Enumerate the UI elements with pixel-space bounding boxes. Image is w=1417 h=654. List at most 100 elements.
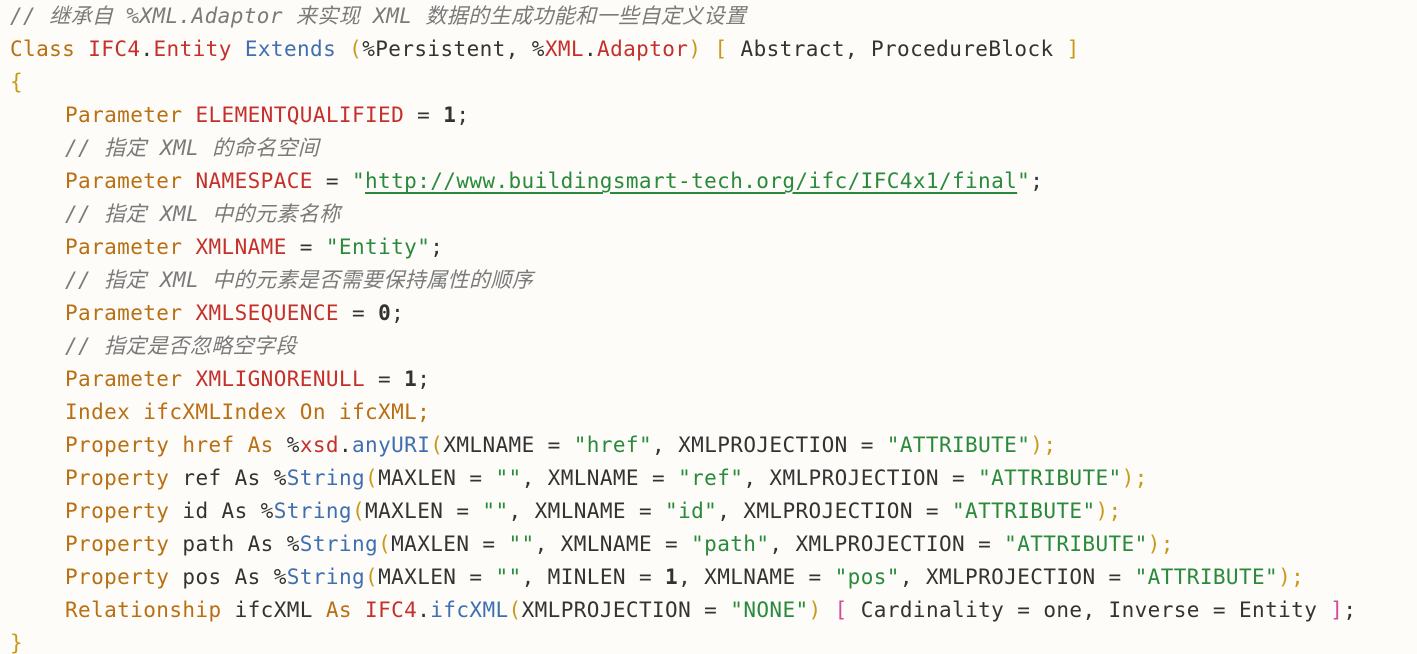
keyword-property: Property: [65, 466, 170, 490]
relationship-keywords-close-bracket: ]: [1330, 598, 1344, 622]
keyword-extends: Extends: [244, 37, 337, 61]
superclass-adaptor: Adaptor: [597, 37, 689, 61]
keyword-parameter: Parameter: [65, 169, 183, 193]
code-line-comment-namespace: // 指定 XML 的命名空间: [10, 132, 1417, 165]
code-line-property-path: Property path As %String(MAXLEN = "", XM…: [10, 528, 1417, 561]
code-line-property-ref: Property ref As %String(MAXLEN = "", XML…: [10, 462, 1417, 495]
param-minlen-value: 1: [665, 565, 679, 589]
params-open-paren: (: [365, 565, 379, 589]
param-xmlname-value: "href": [573, 433, 653, 457]
class-name: Entity: [153, 37, 232, 61]
parameter-value: 1: [443, 103, 457, 127]
param-maxlen-value: "": [482, 499, 509, 523]
statement-end: ;: [1030, 169, 1044, 193]
type-percent: %: [286, 532, 300, 556]
class-keywords-open-bracket: [: [714, 37, 728, 61]
param-xmlname: , XMLNAME =: [521, 466, 679, 490]
comment-namespace: // 指定 XML 的命名空间: [65, 136, 320, 160]
code-line-parameter-elementqualified: Parameter ELEMENTQUALIFIED = 1;: [10, 99, 1417, 132]
code-line-comment-xmlignorenull: // 指定是否忽略空字段: [10, 330, 1417, 363]
param-xmlprojection-value: "ATTRIBUTE": [978, 466, 1122, 490]
superclass-separator: ,: [505, 37, 532, 61]
param-xmlprojection: , XMLPROJECTION =: [899, 565, 1135, 589]
parameter-value: "Entity": [325, 235, 431, 259]
param-xmlprojection-value: "ATTRIBUTE": [886, 433, 1031, 457]
comment-xmlignorenull: // 指定是否忽略空字段: [65, 334, 297, 358]
type-name: anyURI: [352, 433, 431, 457]
code-content[interactable]: // 继承自 %XML.Adaptor 来实现 XML 数据的生成功能和一些自定…: [10, 0, 1417, 654]
property-name: ref As: [169, 466, 274, 490]
class-namespace: IFC4: [88, 37, 141, 61]
superclass-persistent: %Persistent: [362, 37, 506, 61]
space: [352, 598, 365, 622]
param-xmlname-value: "path": [691, 532, 770, 556]
superclass-xml-package: XML: [544, 37, 584, 61]
relationship-keywords-open-bracket: [: [834, 598, 848, 622]
param-xmlname-value: "ref": [678, 466, 744, 490]
namespace-url-link[interactable]: http://www.buildingsmart-tech.org/ifc/IF…: [365, 169, 1018, 193]
params-close: );: [1121, 466, 1148, 490]
param-xmlprojection: , XMLPROJECTION =: [652, 433, 887, 457]
type-percent: %: [286, 433, 300, 457]
relationship-type-dot: .: [417, 598, 431, 622]
param-xmlprojection: XMLPROJECTION =: [521, 598, 731, 622]
param-maxlen: MAXLEN =: [365, 499, 483, 523]
params-close: );: [1030, 433, 1057, 457]
comment-xmlsequence: // 指定 XML 中的元素是否需要保持属性的顺序: [65, 268, 534, 292]
code-line-comment-xmlname: // 指定 XML 中的元素名称: [10, 198, 1417, 231]
string-quote-close: ": [1017, 169, 1031, 193]
index-declaration: Index ifcXMLIndex On ifcXML;: [65, 400, 431, 424]
code-line-relationship: Relationship ifcXML As IFC4.ifcXML(XMLPR…: [10, 594, 1417, 627]
param-xmlprojection: , XMLPROJECTION =: [769, 532, 1005, 556]
type-name: String: [273, 499, 352, 523]
code-line-close-brace: }: [10, 627, 1417, 654]
assign-operator: =: [365, 367, 405, 391]
keyword-property: Property: [65, 532, 170, 556]
type-percent: %: [260, 499, 274, 523]
relationship-keywords: Cardinality = one, Inverse = Entity: [847, 598, 1331, 622]
keyword-parameter: Parameter: [65, 235, 183, 259]
code-line-property-id: Property id As %String(MAXLEN = "", XMLN…: [10, 495, 1417, 528]
param-xmlprojection: , XMLPROJECTION =: [743, 466, 979, 490]
parameter-value: 0: [378, 301, 392, 325]
superclass-percent: %: [531, 37, 545, 61]
params-open-paren: (: [430, 433, 444, 457]
keyword-relationship: Relationship: [65, 598, 222, 622]
params-close-paren: ): [808, 598, 822, 622]
keyword-parameter: Parameter: [65, 301, 183, 325]
property-name: href: [169, 433, 248, 457]
comment-class-description: // 继承自 %XML.Adaptor 来实现 XML 数据的生成功能和一些自定…: [10, 4, 747, 28]
type-percent: %: [273, 466, 287, 490]
type-name: String: [286, 466, 366, 490]
comment-xmlname: // 指定 XML 中的元素名称: [65, 202, 341, 226]
params-open-paren: (: [365, 466, 379, 490]
parameter-name: XMLIGNORENULL: [195, 367, 365, 391]
code-line-parameter-xmlsequence: Parameter XMLSEQUENCE = 0;: [10, 297, 1417, 330]
assign-operator: =: [312, 169, 352, 193]
code-line-property-pos: Property pos As %String(MAXLEN = "", MIN…: [10, 561, 1417, 594]
param-xmlprojection-value: "ATTRIBUTE": [952, 499, 1096, 523]
keyword-parameter: Parameter: [65, 103, 183, 127]
relationship-type-namespace: IFC4: [365, 598, 418, 622]
relationship-type-name: ifcXML: [430, 598, 509, 622]
code-line-parameter-xmlignorenull: Parameter XMLIGNORENULL = 1;: [10, 363, 1417, 396]
parameter-name: XMLSEQUENCE: [195, 301, 339, 325]
params-close: );: [1095, 499, 1122, 523]
parameter-name: ELEMENTQUALIFIED: [195, 103, 405, 127]
keyword-property: Property: [65, 433, 170, 457]
code-line-comment-xmlsequence: // 指定 XML 中的元素是否需要保持属性的顺序: [10, 264, 1417, 297]
type-name: String: [299, 532, 379, 556]
param-xmlname: , XMLNAME =: [534, 532, 692, 556]
param-xmlname: , XMLNAME =: [678, 565, 835, 589]
param-maxlen-value: "": [495, 466, 522, 490]
code-line-index: Index ifcXMLIndex On ifcXML;: [10, 396, 1417, 429]
param-minlen: , MINLEN =: [521, 565, 666, 589]
code-line-parameter-namespace: Parameter NAMESPACE = "http://www.buildi…: [10, 165, 1417, 198]
superclass-open-paren: (: [349, 37, 363, 61]
relationship-name: ifcXML: [221, 598, 326, 622]
code-line-header-comment: // 继承自 %XML.Adaptor 来实现 XML 数据的生成功能和一些自定…: [10, 0, 1417, 33]
statement-end: ;: [456, 103, 470, 127]
space: [822, 598, 835, 622]
params-close: );: [1147, 532, 1174, 556]
